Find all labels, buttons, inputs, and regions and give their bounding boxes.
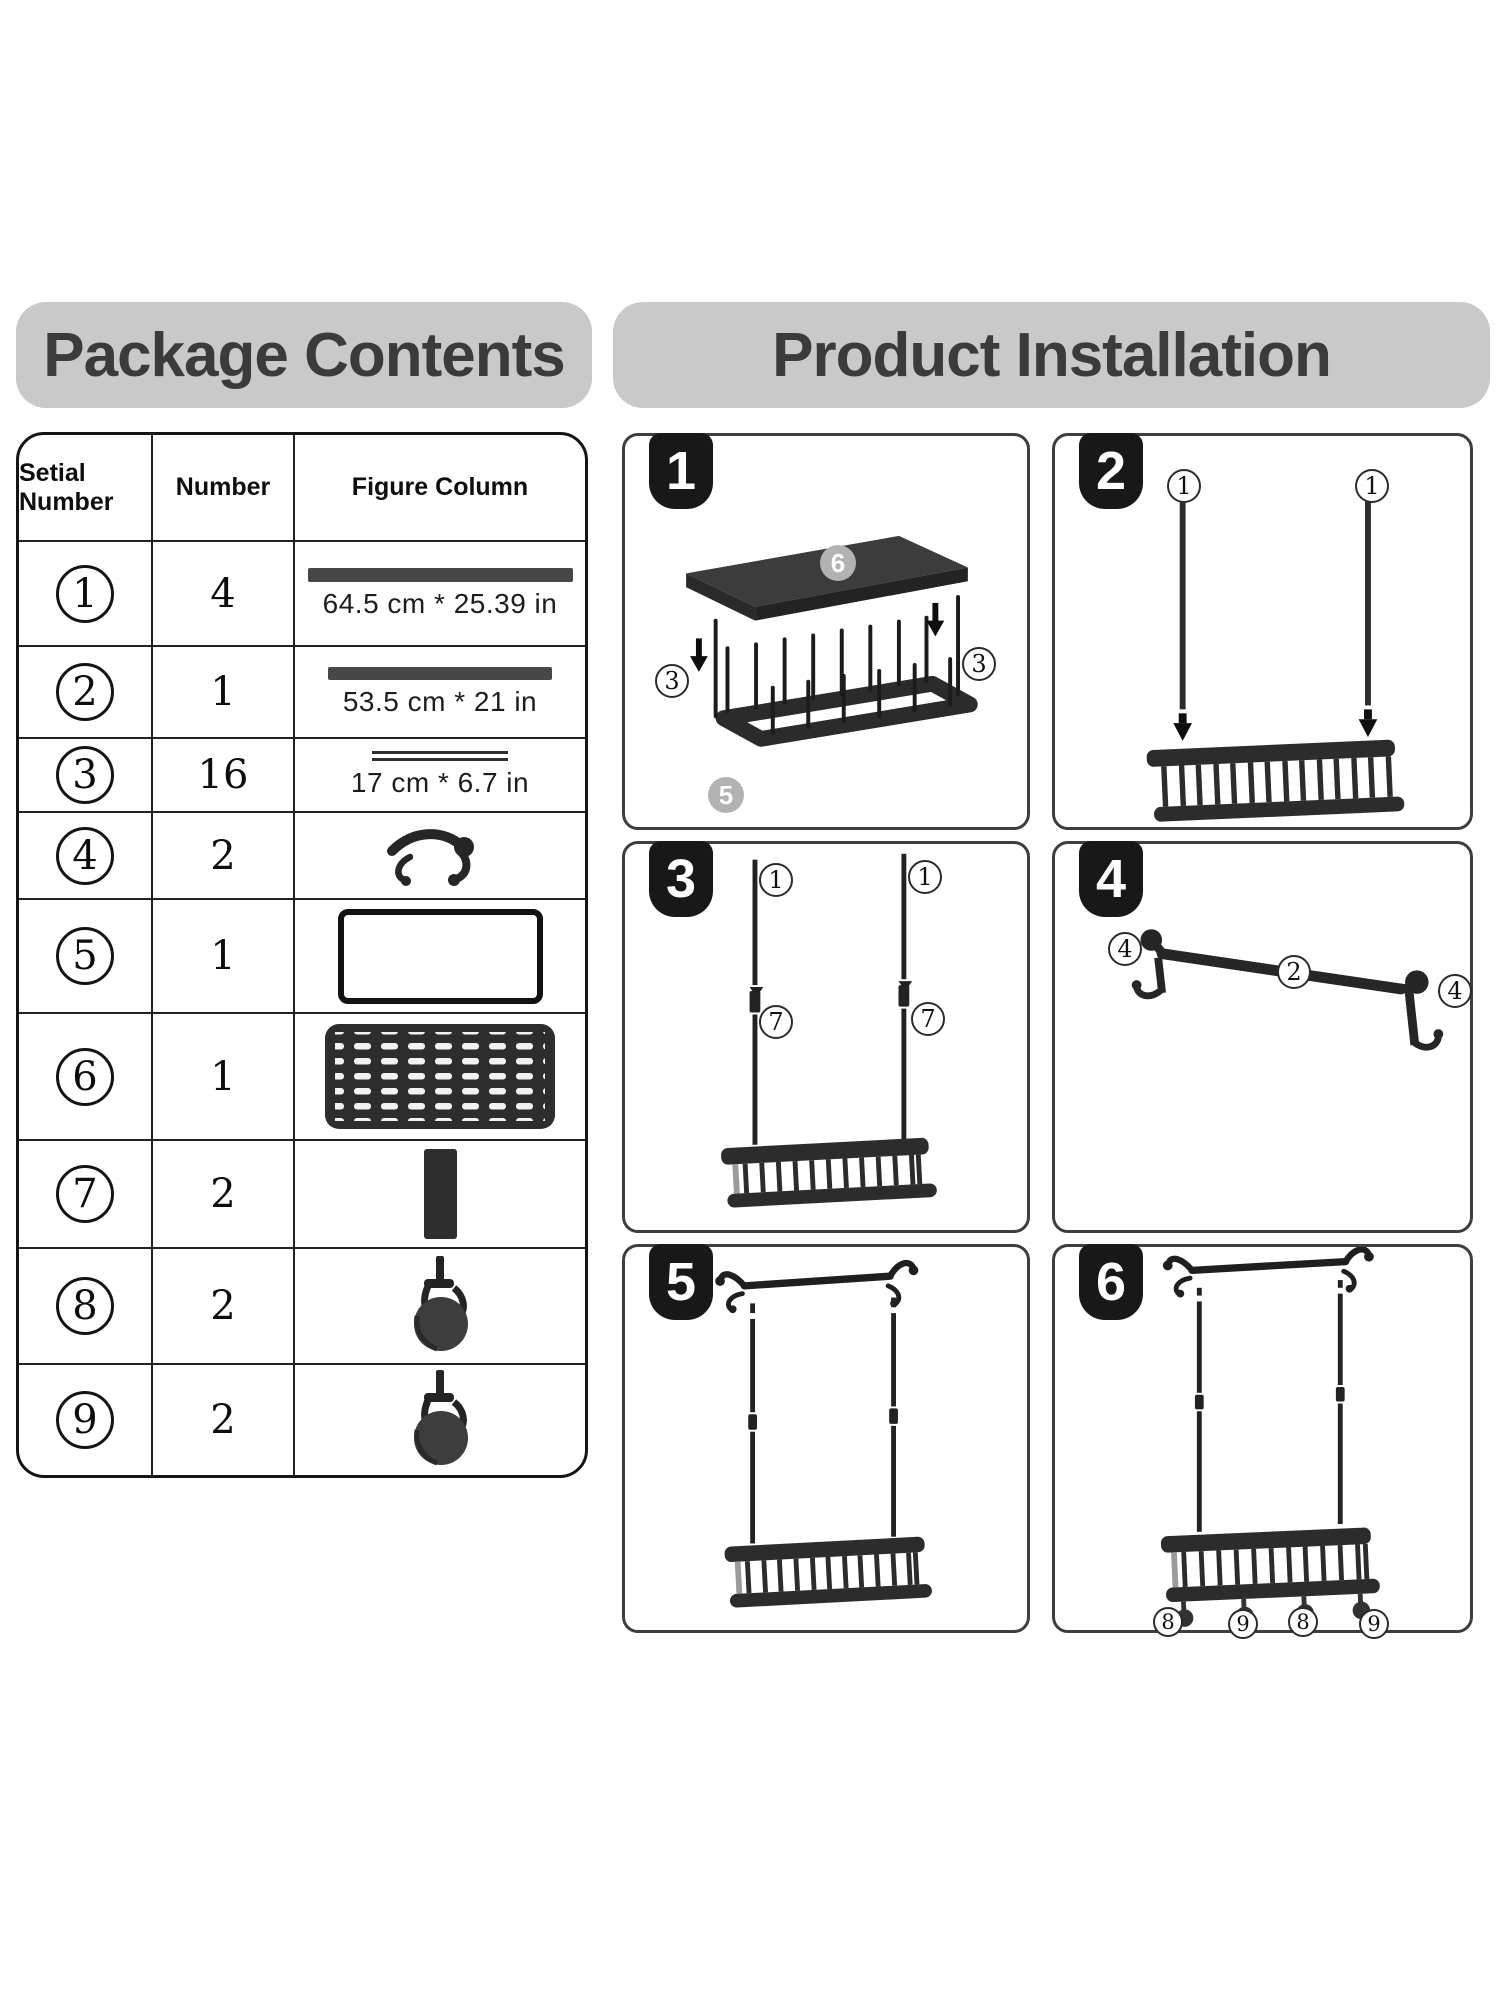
step-6-panel: 6 [1052,1244,1473,1639]
step5-assembled-rack-diagram [715,1259,932,1608]
connector-sleeve-figure [423,1149,457,1239]
quantity-value: 2 [210,1283,236,1329]
part-label-pole-left: 1 [1167,469,1201,503]
table-row-part-9: 9 2 [19,1363,585,1475]
caster-wheel-figure [414,1256,468,1352]
serial-badge: 4 [56,826,114,885]
step-3-badge: 3 [649,841,713,917]
step-1-panel: 1 [622,433,1030,830]
part-label-caster-4: 9 [1359,1609,1389,1639]
corner-hook-figure [387,828,474,886]
table-row-part-8: 8 2 [19,1247,585,1363]
package-contents-table: Setial Number Number Figure Column 1 4 6… [16,432,588,1478]
package-contents-title: Package Contents [43,320,566,390]
quantity-value: 4 [210,570,236,617]
column-header-figure: Figure Column [293,435,585,540]
part-label-caster-3: 8 [1288,1607,1318,1637]
step2-pole-insert-diagram [1146,498,1405,822]
table-row-part-7: 7 2 [19,1139,585,1247]
dimension-caption: 64.5 cm * 25.39 in [322,587,558,619]
serial-badge: 7 [56,1165,114,1223]
quantity-value: 2 [210,832,236,879]
product-installation-title: Product Installation [772,320,1332,390]
quantity-value: 1 [210,1053,236,1100]
column-header-number: Number [151,435,293,540]
installation-steps-grid: 1 [622,433,1473,1639]
step-2-badge: 2 [1079,433,1143,509]
step-3-panel: 3 [622,841,1030,1233]
step6-rack-with-casters-diagram [1160,1247,1380,1627]
part-label-caster-1: 8 [1153,1607,1183,1637]
part-label-pole-right: 1 [1355,469,1389,503]
serial-badge: 2 [56,663,114,721]
thin-rod-figure [372,751,508,761]
product-installation-header: Product Installation [613,302,1490,408]
quantity-value: 1 [210,669,236,715]
step-4-badge: 4 [1079,841,1143,917]
serial-badge: 9 [56,1391,114,1449]
part-label-shelf: 6 [820,545,856,581]
table-row-part-4: 4 2 [19,811,585,898]
part-label-pole-left: 1 [759,863,793,897]
part-label-pole-right: 1 [908,860,942,894]
quantity-value: 16 [197,752,249,798]
dimension-caption: 17 cm * 6.7 in [350,767,530,798]
table-row-part-2: 2 1 53.5 cm * 21 in [19,645,585,737]
serial-badge: 1 [56,564,114,623]
serial-badge: 5 [56,927,114,985]
serial-badge: 6 [56,1047,114,1106]
quantity-value: 1 [210,933,236,979]
part-label-bar: 2 [1277,955,1311,989]
down-arrow-icon [690,602,945,672]
step-6-badge: 6 [1079,1244,1143,1320]
step-5-badge: 5 [649,1244,713,1320]
quantity-value: 2 [210,1397,236,1443]
column-header-serial: Setial Number [19,458,114,516]
medium-bar-figure [328,666,552,680]
part-label-caster-2: 9 [1228,1609,1258,1639]
part-label-rod-right: 3 [962,647,996,681]
table-row-part-5: 5 1 [19,898,585,1012]
table-row-part-1: 1 4 64.5 cm * 25.39 in [19,540,585,645]
part-label-rod-left: 3 [655,664,689,698]
table-header-row: Setial Number Number Figure Column [19,435,585,540]
step3-pole-extension-diagram [721,853,937,1208]
step-1-badge: 1 [649,433,713,509]
shelf-frame-figure [337,908,543,1004]
dimension-caption: 53.5 cm * 21 in [342,685,538,717]
part-label-connector-right: 7 [911,1002,945,1036]
part-label-connector-left: 7 [759,1005,793,1039]
table-row-part-6: 6 1 [19,1012,585,1139]
long-bar-figure [307,567,573,582]
part-label-hook-left: 4 [1108,932,1142,966]
serial-badge: 8 [56,1277,114,1335]
part-label-basket: 5 [708,777,744,813]
package-contents-header: Package Contents [16,302,592,408]
step-5-panel: 5 [622,1244,1030,1633]
part-label-hook-right: 4 [1438,974,1472,1008]
quantity-value: 2 [210,1171,236,1217]
serial-badge: 3 [56,746,114,804]
caster-wheel-figure [414,1370,468,1466]
step-4-panel: 4 4 2 4 [1052,841,1473,1233]
table-row-part-3: 3 16 17 cm * 6.7 in [19,737,585,811]
step-2-panel: 2 [1052,433,1473,830]
mesh-panel-figure [325,1024,555,1129]
